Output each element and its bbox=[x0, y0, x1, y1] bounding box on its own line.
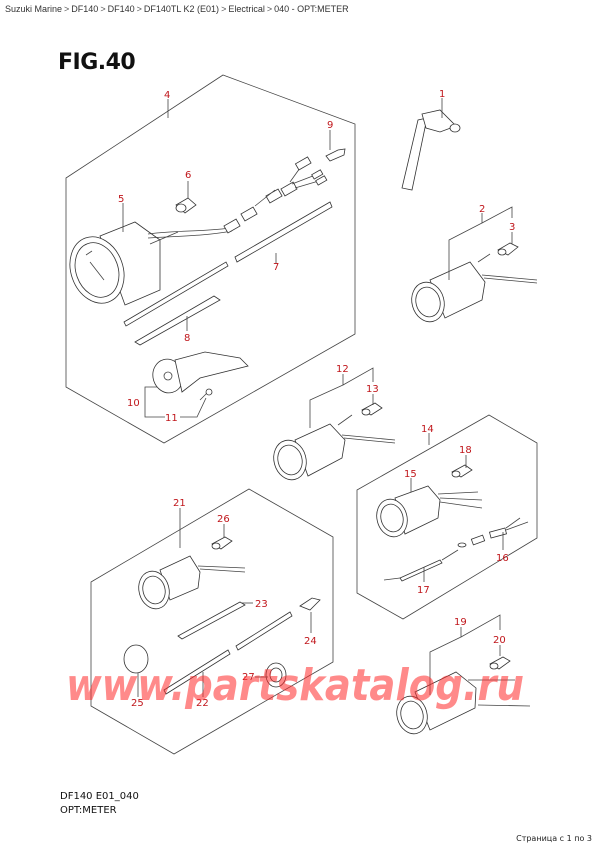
breadcrumb: Suzuki Marine>DF140>DF140>DF140TL K2 (E0… bbox=[5, 4, 349, 14]
page-indicator: Страница с 1 по 3 bbox=[516, 834, 592, 843]
callout-20[interactable]: 20 bbox=[493, 635, 506, 646]
bulb-part-26[interactable] bbox=[211, 536, 233, 550]
callout-8[interactable]: 8 bbox=[184, 333, 190, 344]
tube-part-7[interactable] bbox=[123, 201, 333, 327]
breadcrumb-separator: > bbox=[266, 4, 273, 14]
callout-2[interactable]: 2 bbox=[479, 204, 485, 215]
breadcrumb-item-df140[interactable]: DF140 bbox=[71, 4, 99, 14]
group-frame-4 bbox=[65, 74, 356, 444]
callout-26[interactable]: 26 bbox=[217, 514, 230, 525]
callout-1[interactable]: 1 bbox=[439, 89, 445, 100]
bulb-part-20[interactable] bbox=[489, 656, 511, 670]
figure-name: OPT:METER bbox=[60, 805, 117, 816]
breadcrumb-item-suzuki-marine[interactable]: Suzuki Marine bbox=[5, 4, 63, 14]
figure-title: FIG.40 bbox=[58, 50, 136, 75]
callout-18[interactable]: 18 bbox=[459, 445, 472, 456]
tube-part-22[interactable] bbox=[163, 611, 293, 695]
callout-10[interactable]: 10 bbox=[127, 398, 140, 409]
cable-tie-part-23[interactable] bbox=[177, 601, 246, 640]
figure-footer: DF140 E01_040 OPT:METER bbox=[60, 790, 139, 818]
callout-5[interactable]: 5 bbox=[118, 194, 124, 205]
bulb-part-13[interactable] bbox=[361, 402, 383, 416]
watermark: www.partskatalog.ru bbox=[66, 660, 524, 711]
cap-part-25[interactable] bbox=[123, 644, 149, 674]
callout-21[interactable]: 21 bbox=[173, 498, 186, 509]
breadcrumb-separator: > bbox=[100, 4, 106, 14]
callout-17[interactable]: 17 bbox=[417, 585, 430, 596]
gauge-part-21[interactable] bbox=[135, 555, 246, 612]
figure-code: DF140 E01_040 bbox=[60, 791, 139, 802]
callout-16[interactable]: 16 bbox=[496, 553, 509, 564]
breadcrumb-separator: > bbox=[64, 4, 70, 14]
sender-part-24[interactable] bbox=[299, 597, 321, 611]
callout-3[interactable]: 3 bbox=[509, 222, 515, 233]
callout-11[interactable]: 11 bbox=[165, 413, 178, 424]
lead-wire-part-17[interactable] bbox=[383, 542, 467, 582]
callout-6[interactable]: 6 bbox=[185, 170, 191, 181]
gauge-part-5[interactable] bbox=[61, 221, 233, 311]
gauge-part-2[interactable] bbox=[407, 253, 538, 325]
bulb-part-9[interactable] bbox=[325, 148, 346, 162]
callout-7[interactable]: 7 bbox=[273, 262, 279, 273]
breadcrumb-separator: > bbox=[221, 4, 227, 14]
cable-tie-part-8[interactable] bbox=[134, 295, 221, 346]
breadcrumb-item-electrical[interactable]: Electrical bbox=[228, 4, 265, 14]
sensor-part-1[interactable] bbox=[401, 109, 461, 191]
breadcrumb-item-model[interactable]: DF140TL K2 (E01) bbox=[143, 4, 220, 14]
callout-22[interactable]: 22 bbox=[196, 698, 209, 709]
callout-24[interactable]: 24 bbox=[304, 636, 317, 647]
harness-part-4[interactable] bbox=[223, 156, 328, 234]
callout-9[interactable]: 9 bbox=[327, 120, 333, 131]
callout-19[interactable]: 19 bbox=[454, 617, 467, 628]
screw-part-11[interactable] bbox=[199, 388, 213, 401]
group-frame-14 bbox=[356, 414, 538, 620]
callout-13[interactable]: 13 bbox=[366, 384, 379, 395]
callout-12[interactable]: 12 bbox=[336, 364, 349, 375]
gauge-part-15[interactable] bbox=[373, 485, 483, 540]
grommet-part-27[interactable] bbox=[265, 662, 287, 688]
callout-25[interactable]: 25 bbox=[131, 698, 144, 709]
bulb-part-6[interactable] bbox=[175, 197, 197, 214]
holder-part-10[interactable] bbox=[149, 351, 249, 396]
breadcrumb-separator: > bbox=[136, 4, 142, 14]
bulb-part-3[interactable] bbox=[497, 242, 519, 256]
callout-labels: 1 2 3 4 5 6 7 8 9 10 11 12 13 14 15 16 1… bbox=[118, 89, 515, 709]
callout-14[interactable]: 14 bbox=[421, 424, 434, 435]
callout-4[interactable]: 4 bbox=[164, 90, 170, 101]
callout-15[interactable]: 15 bbox=[404, 469, 417, 480]
leader-lines bbox=[122, 98, 513, 697]
breadcrumb-item-df140-2[interactable]: DF140 bbox=[107, 4, 135, 14]
breadcrumb-item-current: 040 - OPT:METER bbox=[274, 4, 349, 14]
callout-27[interactable]: 27 bbox=[242, 672, 255, 683]
gauge-part-12[interactable] bbox=[269, 414, 396, 483]
callout-23[interactable]: 23 bbox=[255, 599, 268, 610]
group-frame-21 bbox=[90, 488, 334, 755]
bulb-part-18[interactable] bbox=[451, 464, 473, 478]
lead-wire-part-16[interactable] bbox=[470, 517, 529, 546]
